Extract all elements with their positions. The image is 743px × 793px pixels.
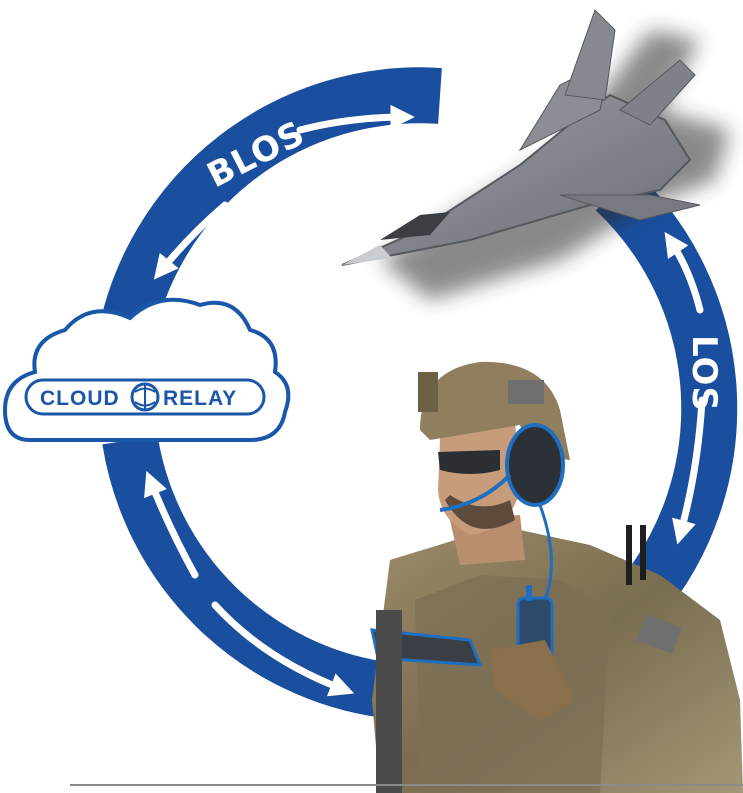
soldier-icon <box>370 361 743 793</box>
cloud-shape <box>2 297 291 442</box>
rifle <box>376 610 402 793</box>
helmet-mount <box>418 372 438 412</box>
soldier-glove <box>490 640 575 720</box>
ground-arrow-down <box>211 601 355 697</box>
link-arrows <box>144 104 706 697</box>
jet-wing-lower <box>559 194 701 221</box>
ring-right-arc <box>595 169 738 618</box>
soldier-glasses <box>438 450 500 474</box>
shoulder-flag-patch <box>636 614 682 654</box>
blos-arrow-in <box>296 104 415 134</box>
jet-nose <box>342 245 392 265</box>
logo-text-left: CLOUD <box>40 387 120 410</box>
los-arrow-up <box>664 231 704 314</box>
jet-tail-fin <box>564 9 616 101</box>
los-arrow-down <box>672 396 706 545</box>
jet-icon <box>341 9 730 300</box>
logo-globe-swirl <box>134 384 156 410</box>
antenna-icon <box>626 525 646 585</box>
ring-bottom-left-arc <box>102 435 390 718</box>
helmet-flag-patch <box>508 380 544 404</box>
logo-text-right: RELAY <box>163 387 237 410</box>
jet-fuselage <box>341 93 692 266</box>
blos-arrow-out <box>153 201 229 280</box>
ground-arrow-up <box>144 470 199 579</box>
cloud-icon: CLOUD RELAY <box>2 297 291 442</box>
ring-top-left-arc <box>97 67 442 346</box>
jet-canopy <box>380 212 450 240</box>
los-label: LOS <box>684 335 724 412</box>
jet-tail-fin-2 <box>619 59 696 126</box>
headset-icon <box>439 423 565 601</box>
